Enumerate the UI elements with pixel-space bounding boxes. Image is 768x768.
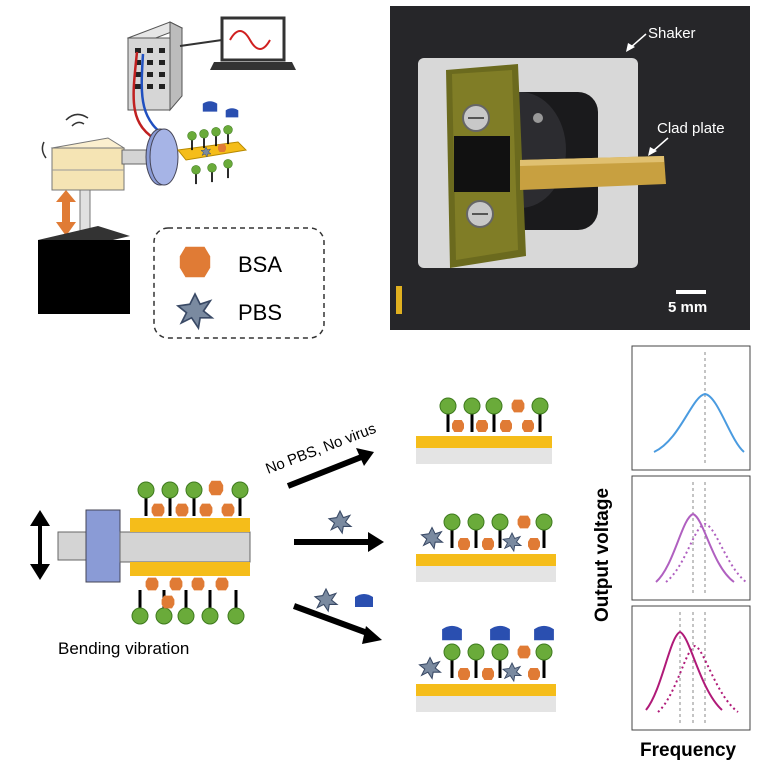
vibrating-beam-diagram: Bending vibration xyxy=(30,480,251,658)
vertical-double-arrow-icon xyxy=(56,190,76,236)
arrow-no-pbs: No PBS, No virus xyxy=(263,420,378,489)
bsa-icon xyxy=(179,246,211,278)
shaker-label: Shaker xyxy=(648,25,696,42)
x-axis-label: Frequency xyxy=(640,740,737,761)
black-cube xyxy=(38,226,130,314)
apparatus-illustration: BSA PBS xyxy=(38,16,325,339)
y-axis-label: Output voltage xyxy=(592,488,613,622)
scale-label: 5 mm xyxy=(668,299,707,316)
response-panel-2 xyxy=(631,475,751,601)
clad-plate-label: Clad plate xyxy=(657,120,725,137)
cable xyxy=(179,39,223,47)
arrow-pbs xyxy=(294,510,384,552)
device-photo: Shaker Clad plate 5 mm xyxy=(390,6,750,330)
shaker-block xyxy=(41,113,126,241)
legend-box: BSA PBS xyxy=(153,227,325,339)
arrow-pbs-virus xyxy=(292,588,382,644)
laptop-icon xyxy=(210,16,296,70)
bending-vibration-label: Bending vibration xyxy=(58,639,189,658)
response-plots: Output voltage Frequency xyxy=(592,345,751,761)
surface-state-3 xyxy=(416,625,556,712)
legend-bsa-label: BSA xyxy=(238,252,282,277)
response-panel-1 xyxy=(631,345,751,471)
bidirectional-arrow-icon xyxy=(30,510,50,580)
legend-pbs-label: PBS xyxy=(238,300,282,325)
arrow1-label: No PBS, No virus xyxy=(263,420,378,478)
response-panel-3 xyxy=(631,605,751,731)
gold-plate xyxy=(177,141,248,161)
scale-bar xyxy=(676,290,706,294)
surface-state-1 xyxy=(416,397,552,464)
surface-state-2 xyxy=(416,513,556,582)
